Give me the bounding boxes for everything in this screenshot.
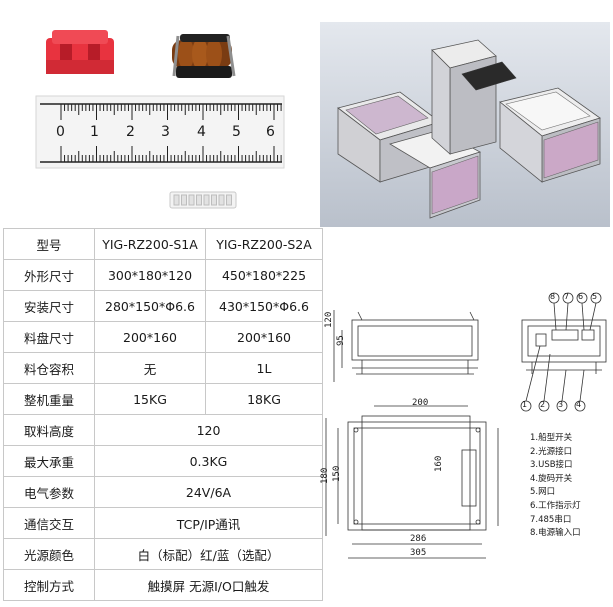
legend-item: 2.光源接口 [530, 446, 573, 457]
sample-parts-illustration [35, 30, 285, 209]
row-label: 料仓容积 [3, 352, 95, 384]
table-cell: 200*160 [94, 321, 206, 353]
callout-number: 4 [576, 400, 582, 409]
connector-pin [226, 194, 232, 206]
dim-label: 120 [324, 311, 334, 328]
header-cell: YIG-RZ200-S1A [94, 228, 206, 260]
callout-legend: 1.船型开关 2.光源接口 3.USB接口 4.旋码开关 5.网口 6.工作指示… [530, 432, 612, 541]
legend-item: 3.USB接口 [530, 460, 573, 471]
connector-pin [196, 194, 202, 206]
ruler-number: 3 [161, 124, 170, 140]
ruler-number: 0 [56, 124, 65, 140]
header-cell: YIG-RZ200-S2A [205, 228, 323, 260]
connector-pin [181, 194, 187, 206]
dim-label: 150 [332, 465, 342, 482]
callout-number: 3 [558, 400, 564, 409]
connector-pin [211, 194, 217, 206]
legend-item: 5.网口 [530, 487, 556, 498]
dim-label: 305 [410, 548, 427, 558]
callout-number: 7 [564, 292, 570, 301]
table-row: 电气参数 24V/6A [3, 476, 323, 508]
table-row: 整机重量 15KG 18KG [3, 383, 323, 415]
table-cell: 0.3KG [94, 445, 323, 477]
ruler-ticks [60, 104, 282, 162]
legend-item: 6.工作指示灯 [530, 500, 581, 511]
machine-3d-render [320, 22, 610, 227]
table-row: 安装尺寸 280*150*Φ6.6 430*150*Φ6.6 [3, 290, 323, 322]
legend-item: 1.船型开关 [530, 433, 573, 443]
legend-item: 4.旋码开关 [530, 473, 573, 484]
table-row: 外形尺寸 300*180*120 450*180*225 [3, 259, 323, 291]
inductor-coil [172, 34, 236, 78]
table-row: 光源颜色 白（标配）红/蓝（选配） [3, 538, 323, 570]
table-row: 料盘尺寸 200*160 200*160 [3, 321, 323, 353]
table-row: 通信交互 TCP/IP通讯 [3, 507, 323, 539]
row-label: 外形尺寸 [3, 259, 95, 291]
ruler-number: 4 [197, 124, 206, 140]
spec-table: 型号 YIG-RZ200-S1A YIG-RZ200-S2A 外形尺寸 300*… [3, 228, 323, 601]
row-label: 通信交互 [3, 507, 95, 539]
table-row: 取料高度 120 [3, 414, 323, 446]
table-cell: 触摸屏 无源I/O口触发 [94, 569, 323, 601]
ruler-number: 2 [126, 124, 135, 140]
red-plastic-part [46, 30, 114, 74]
legend-item: 8.电源输入口 [530, 528, 581, 539]
table-cell: 120 [94, 414, 323, 446]
dim-label: 286 [410, 534, 427, 544]
callout-number: 1 [522, 400, 528, 409]
white-connector [169, 191, 237, 209]
connector-pin [203, 194, 210, 206]
table-row: 料仓容积 无 1L [3, 352, 323, 384]
row-label: 整机重量 [3, 383, 95, 415]
3d-render-illustration [320, 22, 610, 227]
table-cell: TCP/IP通讯 [94, 507, 323, 539]
table-cell: 15KG [94, 383, 206, 415]
table-cell: 18KG [205, 383, 323, 415]
table-row: 最大承重 0.3KG [3, 445, 323, 477]
dim-label: 95 [336, 335, 346, 346]
ruler-number: 5 [232, 124, 241, 140]
side-view [333, 310, 479, 382]
connector-pin [188, 194, 195, 206]
row-label: 料盘尺寸 [3, 321, 95, 353]
row-label: 取料高度 [3, 414, 95, 446]
row-label: 最大承重 [3, 445, 95, 477]
top-view [325, 405, 499, 559]
table-cell: 1L [205, 352, 323, 384]
table-cell: 450*180*225 [205, 259, 323, 291]
dim-label: 200 [412, 398, 429, 408]
drawing-svg [325, 292, 607, 559]
callout-number: 8 [550, 292, 556, 301]
callout-number: 2 [540, 400, 546, 409]
table-cell: 430*150*Φ6.6 [205, 290, 323, 322]
table-cell: 300*180*120 [94, 259, 206, 291]
dim-label: 180 [320, 467, 330, 484]
table-header-row: 型号 YIG-RZ200-S1A YIG-RZ200-S2A [3, 228, 323, 260]
row-label: 控制方式 [3, 569, 95, 601]
table-cell: 24V/6A [94, 476, 323, 508]
row-label: 光源颜色 [3, 538, 95, 570]
header-cell: 型号 [3, 228, 95, 260]
ruler-number: 1 [90, 124, 99, 140]
technical-drawing: 120 95 200 180 150 160 286 305 8 7 6 5 1… [320, 290, 613, 603]
row-label: 安装尺寸 [3, 290, 95, 322]
callout-number: 5 [592, 292, 598, 301]
table-cell: 无 [94, 352, 206, 384]
dim-label: 160 [434, 455, 444, 472]
rear-view [520, 292, 607, 412]
callout-number: 6 [578, 292, 584, 301]
legend-item: 7.485串口 [530, 514, 572, 525]
table-cell: 白（标配）红/蓝（选配） [94, 538, 323, 570]
product-photos: 0 1 2 3 4 5 6 [0, 0, 318, 225]
connector-pin [218, 194, 225, 206]
table-row: 控制方式 触摸屏 无源I/O口触发 [3, 569, 323, 601]
ruler-number: 6 [266, 124, 275, 140]
table-cell: 280*150*Φ6.6 [94, 290, 206, 322]
table-cell: 200*160 [205, 321, 323, 353]
connector-pin [173, 194, 180, 206]
row-label: 电气参数 [3, 476, 95, 508]
ruler [35, 95, 285, 169]
